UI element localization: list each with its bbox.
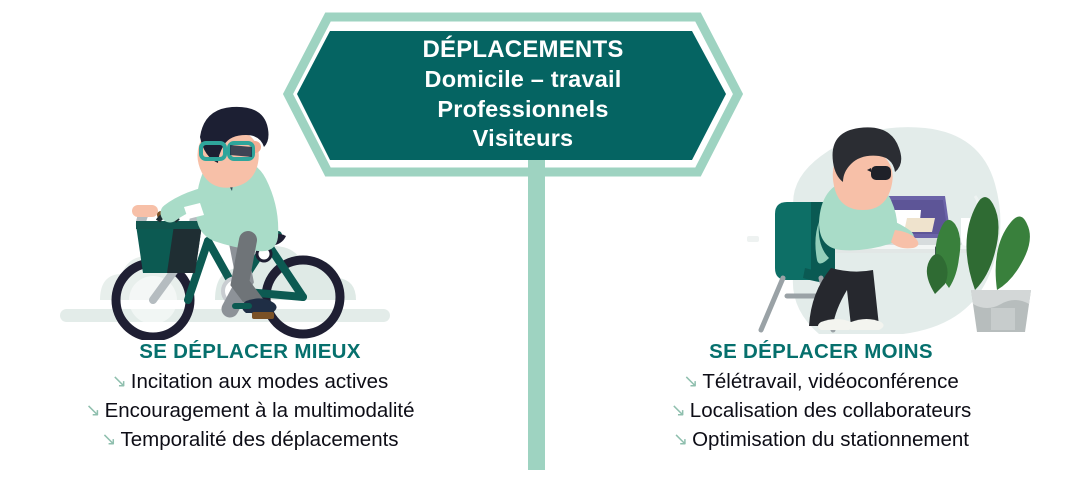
list-item: ↘Optimisation du stationnement <box>571 425 1071 454</box>
rider-hair <box>200 106 269 163</box>
column-left-heading: SE DÉPLACER MIEUX <box>139 340 361 363</box>
worker-glasses <box>867 166 891 180</box>
rider-glasses <box>199 141 255 161</box>
column-right: SE DÉPLACER MOINS ↘Télétravail, vidéocon… <box>571 340 1071 454</box>
illustration-cyclist <box>40 95 440 340</box>
list-item-label: Temporalité des déplacements <box>120 428 399 452</box>
worker-figure <box>809 127 919 330</box>
list-item-label: Incitation aux modes actives <box>130 370 389 393</box>
arrow-down-right-icon: ↘ <box>85 400 101 421</box>
sign-line-3: Visiteurs <box>472 125 574 152</box>
list-item: ↘Télétravail, vidéoconférence <box>571 367 1071 396</box>
list-item: ↘Localisation des collaborateurs <box>571 396 1071 425</box>
list-item: ↘Incitation aux modes actives <box>0 367 500 396</box>
arrow-down-right-icon: ↘ <box>101 429 117 450</box>
worker-legs <box>809 268 879 326</box>
arrow-down-right-icon: ↘ <box>111 371 127 391</box>
potted-plant <box>926 197 1031 332</box>
sign-text-block: DÉPLACEMENTS Domicile – travail Professi… <box>283 12 743 177</box>
sign-line-1: Domicile – travail <box>424 66 622 93</box>
arrow-down-right-icon: ↘ <box>670 400 686 421</box>
list-item-label: Encouragement à la multimodalité <box>104 399 415 423</box>
worker-hair <box>832 127 902 182</box>
column-left: SE DÉPLACER MIEUX ↘Incitation aux modes … <box>0 340 500 454</box>
arrow-down-right-icon: ↘ <box>683 371 699 391</box>
list-item-label: Télétravail, vidéoconférence <box>702 370 959 393</box>
column-left-list: ↘Incitation aux modes actives ↘Encourage… <box>0 367 500 454</box>
rider-leg-front <box>230 231 267 316</box>
list-item: ↘Encouragement à la multimodalité <box>0 396 500 425</box>
arrow-down-right-icon: ↘ <box>673 429 689 450</box>
signpost-pole <box>528 160 545 470</box>
rider-shoe <box>242 298 277 313</box>
worker-hand <box>891 230 919 249</box>
list-item: ↘Temporalité des déplacements <box>0 425 500 454</box>
sign-line-2: Professionnels <box>437 95 609 122</box>
list-item-label: Localisation des collaborateurs <box>689 399 972 423</box>
column-right-list: ↘Télétravail, vidéoconférence ↘Localisat… <box>571 367 1071 454</box>
column-right-heading: SE DÉPLACER MOINS <box>709 340 933 363</box>
direction-sign: DÉPLACEMENTS Domicile – travail Professi… <box>283 12 743 177</box>
list-item-label: Optimisation du stationnement <box>692 428 969 452</box>
sign-outline <box>283 12 743 177</box>
sign-fill <box>297 31 726 160</box>
front-basket <box>136 212 202 273</box>
illustration-remote-worker <box>735 118 1055 340</box>
sign-title: DÉPLACEMENTS <box>422 35 624 63</box>
rider-arm <box>160 183 232 223</box>
